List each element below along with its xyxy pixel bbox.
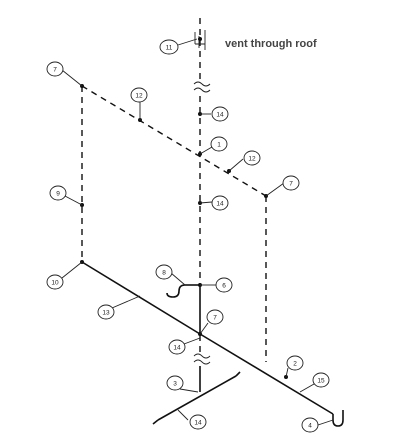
vent-caption: vent through roof — [225, 38, 317, 50]
callout-14d-label: 14 — [194, 420, 202, 427]
callout-13: 13 — [97, 304, 115, 320]
callout-14a: 14 — [211, 106, 229, 122]
callout-2: 2 — [286, 355, 304, 371]
vent-stack — [193, 18, 211, 392]
callout-12a: 12 — [130, 87, 148, 103]
callout-2-label: 2 — [293, 361, 297, 368]
junction-dots — [80, 37, 288, 379]
callout-14a-label: 14 — [216, 112, 224, 119]
callout-8-label: 8 — [162, 270, 166, 277]
callout-12b-label: 12 — [248, 156, 256, 163]
callout-8: 8 — [155, 264, 173, 280]
callout-3-label: 3 — [173, 381, 177, 388]
callout-7b-label: 7 — [289, 181, 293, 188]
upper-vent-line — [81, 85, 267, 197]
main-drain-line — [81, 261, 344, 427]
callout-1-label: 1 — [217, 142, 221, 149]
callout-12b: 12 — [243, 150, 261, 166]
vent-cap — [194, 30, 206, 50]
callout-7b: 7 — [282, 175, 300, 191]
callout-14c: 14 — [168, 339, 186, 355]
callout-7a-label: 7 — [53, 67, 57, 74]
callout-4-label: 4 — [308, 423, 312, 430]
trap-fixture — [166, 284, 200, 298]
lower-branch — [152, 371, 241, 425]
callout-7c-label: 7 — [213, 315, 217, 322]
callout-14d: 14 — [189, 414, 207, 430]
callout-1: 1 — [210, 136, 228, 152]
callout-14b: 14 — [211, 195, 229, 211]
callout-7a: 7 — [46, 61, 64, 77]
callout-6: 6 — [215, 277, 233, 293]
callout-14c-label: 14 — [173, 345, 181, 352]
callout-11: 11 — [159, 39, 179, 55]
callout-10: 10 — [46, 274, 64, 290]
callout-3: 3 — [166, 375, 184, 391]
callout-11-label: 11 — [166, 45, 173, 52]
callout-9-label: 9 — [56, 191, 60, 198]
leader-lines — [61, 38, 334, 426]
callout-4: 4 — [301, 417, 319, 433]
callout-13-label: 13 — [102, 310, 110, 317]
callout-7c: 7 — [206, 309, 224, 325]
callout-6-label: 6 — [222, 283, 226, 290]
callout-9: 9 — [49, 185, 67, 201]
callout-10-label: 10 — [51, 280, 59, 287]
callout-15-label: 15 — [317, 378, 325, 385]
callout-15: 15 — [312, 372, 330, 388]
callout-12a-label: 12 — [135, 93, 143, 100]
callout-14b-label: 14 — [216, 201, 224, 208]
